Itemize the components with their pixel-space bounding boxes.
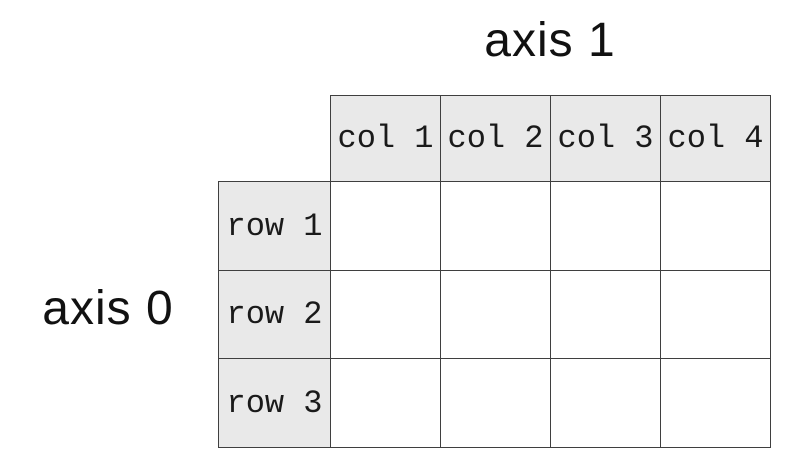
- row-header-1: row 1: [218, 181, 331, 271]
- col-header-1: col 1: [330, 95, 441, 182]
- data-cell: [550, 358, 661, 448]
- data-cell: [660, 181, 771, 271]
- data-cell: [440, 181, 551, 271]
- data-cell: [440, 270, 551, 359]
- axis-1-label: axis 1: [484, 14, 616, 67]
- axis-0-label: axis 0: [42, 282, 174, 335]
- data-cell: [330, 358, 441, 448]
- dataframe-grid: col 1 col 2 col 3 col 4 row 1 row 2 ro: [218, 95, 771, 448]
- column-header-row: col 1 col 2 col 3 col 4: [219, 95, 771, 182]
- row-header-3: row 3: [218, 358, 331, 448]
- data-cell: [330, 181, 441, 271]
- data-cell: [550, 181, 661, 271]
- data-cell: [550, 270, 661, 359]
- corner-spacer: [219, 96, 331, 182]
- data-cell: [440, 358, 551, 448]
- data-cell: [660, 270, 771, 359]
- col-header-2: col 2: [440, 95, 551, 182]
- table-row: row 2: [218, 270, 771, 359]
- row-header-2: row 2: [218, 270, 331, 359]
- data-cell: [660, 358, 771, 448]
- table-row: row 1: [218, 181, 771, 271]
- table-row: row 3: [218, 358, 771, 448]
- col-header-4: col 4: [660, 95, 771, 182]
- data-cell: [330, 270, 441, 359]
- col-header-3: col 3: [550, 95, 661, 182]
